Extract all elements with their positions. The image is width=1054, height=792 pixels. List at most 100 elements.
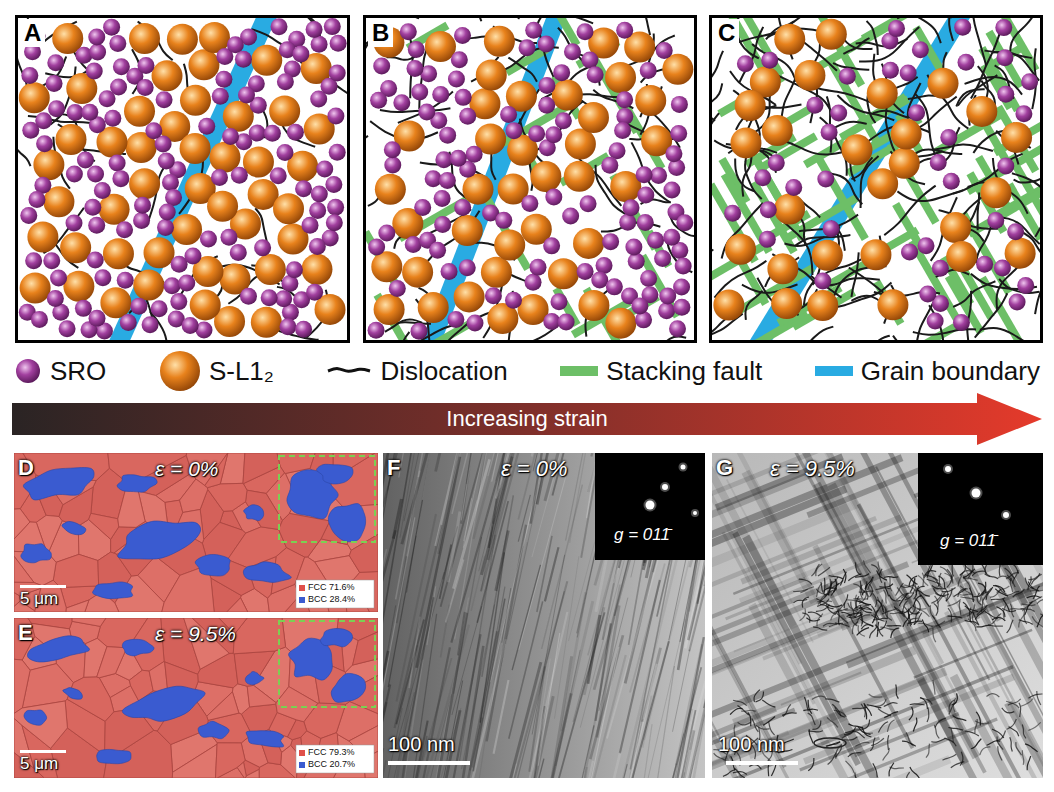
illustration-part: [742, 157, 751, 197]
illustration-part: [432, 86, 449, 103]
illustration-part: [1035, 261, 1040, 314]
illustration-part: [951, 762, 964, 768]
illustration-part: [215, 71, 232, 88]
illustration-part: [995, 589, 1008, 596]
illustration-part: [383, 455, 384, 529]
illustration-part: [454, 27, 471, 44]
illustration-part: [946, 612, 1043, 778]
illustration-part: [855, 714, 959, 756]
illustration-part: [635, 85, 666, 116]
illustration-part: [47, 290, 64, 307]
illustration-part: [542, 485, 583, 649]
illustration-part: [691, 509, 699, 517]
illustration-part: [59, 320, 76, 337]
illustration-part: [817, 170, 834, 187]
illustration-part: [144, 237, 175, 268]
illustration-part: [152, 60, 183, 91]
illustration-part: [932, 145, 993, 151]
illustration-part: [894, 606, 904, 615]
illustration-part: [66, 600, 89, 612]
illustration-part: [366, 136, 368, 151]
illustration-part: [564, 161, 595, 192]
illustration-part: [886, 625, 901, 627]
panel-label: ε = 0%: [501, 456, 568, 481]
illustration-part: [447, 311, 464, 328]
illustration-part: [130, 298, 147, 315]
illustration-part: [452, 215, 483, 246]
illustration-part: [910, 767, 919, 778]
illustration-part: [270, 167, 287, 184]
illustration-part: [976, 712, 980, 726]
illustration-part: [162, 174, 179, 191]
illustration-part: [164, 277, 181, 294]
illustration-part: [644, 499, 657, 512]
illustration-part: [380, 108, 450, 112]
illustration-part: [897, 190, 963, 201]
illustration-part: [46, 75, 63, 92]
illustration-part: [658, 302, 675, 319]
illustration-part: [865, 705, 867, 720]
illustration: [366, 18, 694, 340]
illustration-part: [309, 202, 326, 219]
illustration-part: [548, 258, 579, 289]
illustration-part: [828, 605, 842, 607]
illustration-part: [637, 186, 654, 203]
legend-swatch: [815, 364, 853, 378]
illustration-part: [936, 18, 953, 41]
illustration-part: [198, 118, 215, 135]
illustration-part: [384, 156, 401, 173]
illustration-part: [324, 18, 341, 35]
illustration-part: [1013, 589, 1025, 597]
illustration-part: [948, 276, 981, 333]
legend-text: Grain boundary: [861, 356, 1040, 387]
panel-label: ε = 9.5%: [770, 456, 855, 481]
illustration-part: [20, 585, 66, 588]
illustration-part: [573, 228, 604, 259]
illustration-part: [66, 166, 83, 183]
illustration-part: [325, 176, 342, 193]
illustration-part: [19, 82, 50, 113]
illustration-part: [985, 574, 999, 579]
illustration-part: [637, 214, 654, 231]
illustration-part: [558, 313, 575, 330]
illustration-part: [735, 90, 766, 121]
illustration-part: [835, 623, 849, 627]
legend-swatch-bar: [560, 366, 598, 376]
illustration-part: [295, 180, 312, 197]
illustration-part: [395, 525, 442, 728]
illustration-part: [466, 639, 506, 778]
illustration-part: [814, 273, 831, 290]
illustration-part: [769, 722, 775, 735]
illustration-part: [878, 722, 888, 733]
illustration-part: [1027, 756, 1031, 770]
illustration-part: [538, 97, 555, 114]
illustration-part: [1028, 722, 1040, 730]
illustration-part: [243, 453, 280, 484]
illustration-part: [472, 587, 504, 768]
illustration-part: [882, 62, 899, 79]
illustration-part: [550, 293, 567, 310]
illustration-part: [605, 62, 636, 93]
illustration-part: [976, 256, 993, 273]
illustration-part: [595, 453, 705, 560]
illustration-part: [927, 313, 944, 330]
illustration-part: [1012, 173, 1040, 211]
illustration-part: [878, 708, 891, 715]
illustration-part: [958, 589, 968, 597]
illustration-part: [245, 769, 259, 778]
illustration-part: [434, 190, 451, 207]
illustration-part: [888, 735, 889, 750]
illustration-part: [670, 125, 687, 142]
illustration-part: [986, 587, 992, 600]
illustration-part: [927, 707, 929, 722]
illustration-part: [806, 618, 820, 621]
illustration-part: [14, 509, 30, 539]
illustration-part: [1025, 744, 1038, 752]
panel-letter: E: [18, 620, 33, 645]
illustration-part: [980, 177, 1011, 208]
illustration-part: [383, 453, 412, 483]
illustration-part: [238, 86, 255, 103]
illustration-part: [869, 694, 883, 697]
illustration-part: [184, 247, 201, 264]
illustration-part: [525, 274, 542, 291]
